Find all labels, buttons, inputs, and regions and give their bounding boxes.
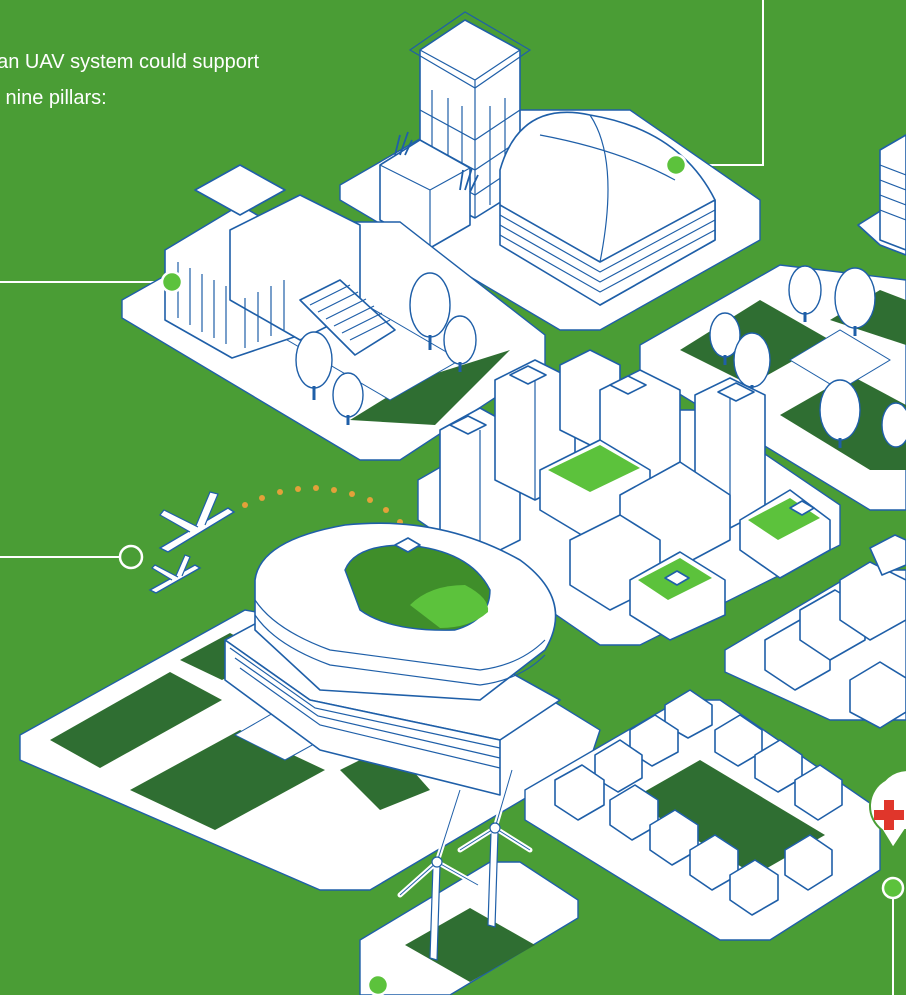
marker-office [664, 153, 688, 177]
intro-line-2: ss nine pillars: [0, 87, 107, 109]
tree-icon [709, 265, 906, 448]
museum-building [164, 164, 396, 359]
wind-turbine-icon [397, 767, 533, 961]
hospital-pin[interactable] [868, 769, 906, 850]
stadium-block [19, 522, 601, 891]
callout-markers[interactable] [118, 153, 905, 995]
red-cross-icon [874, 800, 904, 830]
wind-turbine-block [359, 767, 579, 995]
park-block [639, 134, 906, 511]
apartment-buildings [439, 349, 831, 641]
marker-hospital [881, 876, 905, 900]
apartment-block [417, 349, 841, 646]
intro-text: ban UAV system could support ss nine pil… [0, 44, 400, 116]
marker-airplane [118, 544, 144, 570]
marker-museum [160, 270, 184, 294]
townhouse-block [724, 534, 906, 729]
office-tower [379, 11, 532, 249]
office-block [339, 11, 761, 331]
stadium [224, 522, 561, 796]
tree-icon [295, 272, 477, 425]
museum-block [121, 164, 546, 461]
houses [554, 689, 843, 916]
airplane-icon [148, 491, 236, 594]
plant-icon [394, 131, 479, 193]
intro-line-1: ban UAV system could support [0, 51, 260, 73]
residential-block [524, 689, 881, 941]
marker-wind [366, 973, 390, 995]
dome-building [499, 111, 716, 306]
